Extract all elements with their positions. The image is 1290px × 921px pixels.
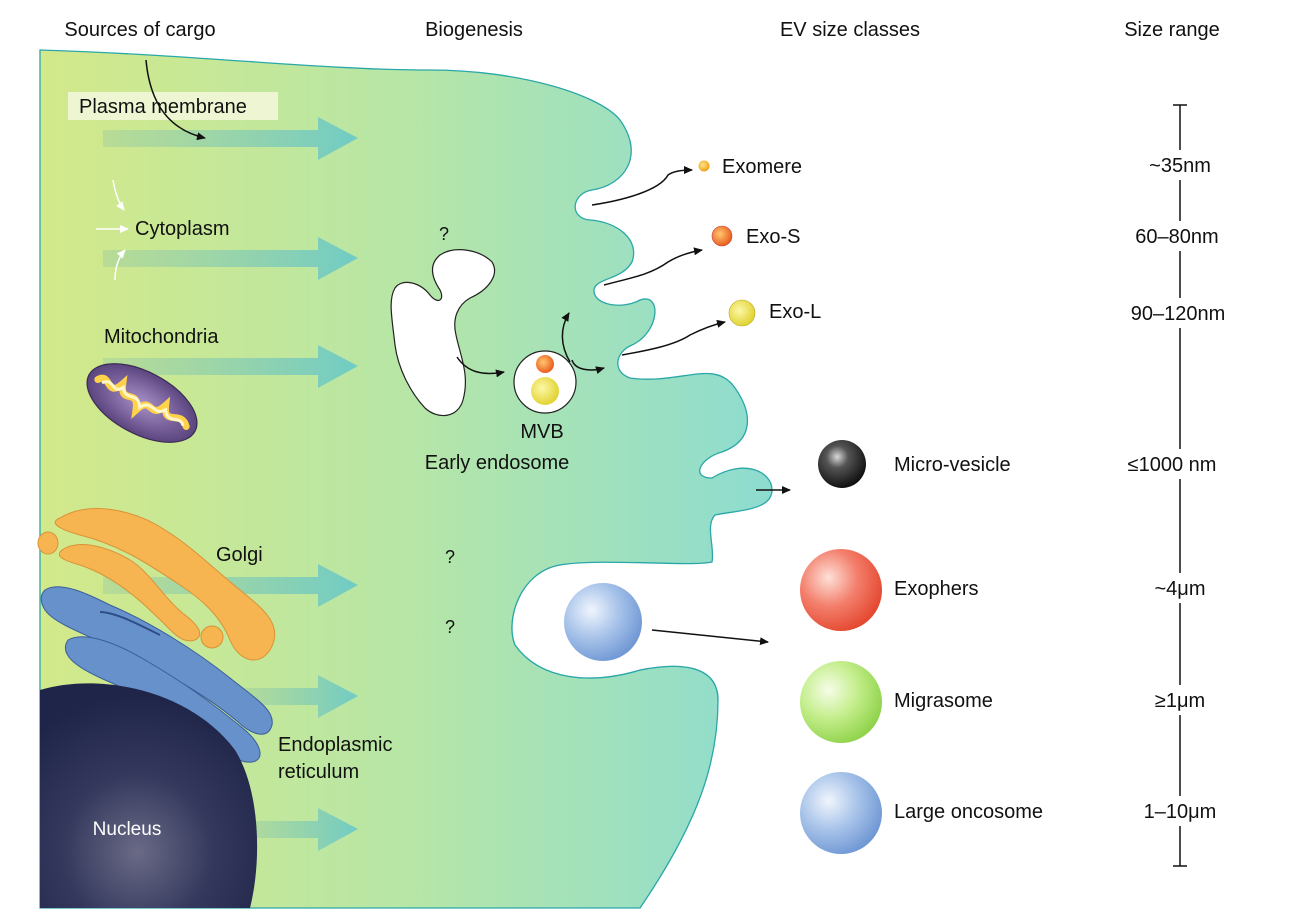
question-mark-microvesicle: ?: [445, 547, 455, 567]
label-cytoplasm: Cytoplasm: [135, 218, 229, 240]
exo-s-particle: [711, 225, 733, 247]
ev-name-migrasome: Migrasome: [894, 690, 993, 712]
ev-name-large-oncosome: Large oncosome: [894, 801, 1043, 823]
question-mark-endosome: ?: [439, 224, 449, 244]
ev-name-micro-vesicle: Micro-vesicle: [894, 454, 1011, 476]
size-exophers: ~4μm: [1155, 578, 1206, 600]
ev-name-exomere: Exomere: [722, 156, 802, 178]
label-mvb: MVB: [520, 421, 563, 443]
label-er-line2: reticulum: [278, 761, 359, 783]
size-migrasome: ≥1μm: [1155, 690, 1205, 712]
cargo-arrow-plasma: [103, 117, 358, 160]
ev-name-exo-s: Exo-S: [746, 226, 800, 248]
oncosome-vesicle: [564, 583, 642, 661]
label-early-endosome: Early endosome: [425, 452, 570, 474]
label-plasma-membrane: Plasma membrane: [79, 96, 247, 118]
size-label-backgrounds: [1110, 150, 1250, 826]
mvb: [513, 350, 577, 414]
nucleus: [40, 683, 258, 908]
plasma-membrane-label-bg: [68, 92, 278, 120]
size-large-oncosome: 1–10μm: [1144, 801, 1217, 823]
label-mitochondria: Mitochondria: [104, 326, 219, 348]
label-golgi: Golgi: [216, 544, 263, 566]
micro-vesicle-particle: [818, 440, 866, 488]
size-exo-l: 90–120nm: [1131, 303, 1226, 325]
plasma-membrane-arrow: [145, 59, 206, 141]
cytoplasm-arrows: [96, 179, 129, 281]
size-exomere: ~35nm: [1149, 155, 1211, 177]
label-nucleus: Nucleus: [93, 819, 162, 840]
header-size-range: Size range: [1124, 19, 1220, 41]
exophers-particle: [800, 549, 882, 631]
ev-name-exophers: Exophers: [894, 578, 979, 600]
biogenesis-arrows: [456, 166, 791, 646]
header-sources-of-cargo: Sources of cargo: [64, 19, 215, 41]
mitochondrion: [86, 363, 198, 443]
header-ev-size-classes: EV size classes: [780, 19, 920, 41]
size-micro-vesicle: ≤1000 nm: [1128, 454, 1217, 476]
exomere-particle: [698, 160, 710, 172]
early-endosome: [390, 249, 496, 417]
cargo-arrow-er: [240, 675, 358, 718]
ev-name-exo-l: Exo-L: [769, 301, 821, 323]
size-scale: [1173, 104, 1187, 867]
cargo-arrow-nucleus: [240, 808, 358, 851]
label-er-line1: Endoplasmic: [278, 734, 393, 756]
exo-l-particle: [728, 299, 756, 327]
size-exo-s: 60–80nm: [1135, 226, 1218, 248]
golgi-apparatus: [37, 508, 276, 661]
question-mark-oncosome: ?: [445, 617, 455, 637]
header-biogenesis: Biogenesis: [425, 19, 523, 41]
cargo-arrow-cytoplasm: [103, 237, 358, 280]
large-oncosome-particle: [800, 772, 882, 854]
migrasome-particle: [800, 661, 882, 743]
cargo-arrow-mitochondria: [103, 345, 358, 388]
